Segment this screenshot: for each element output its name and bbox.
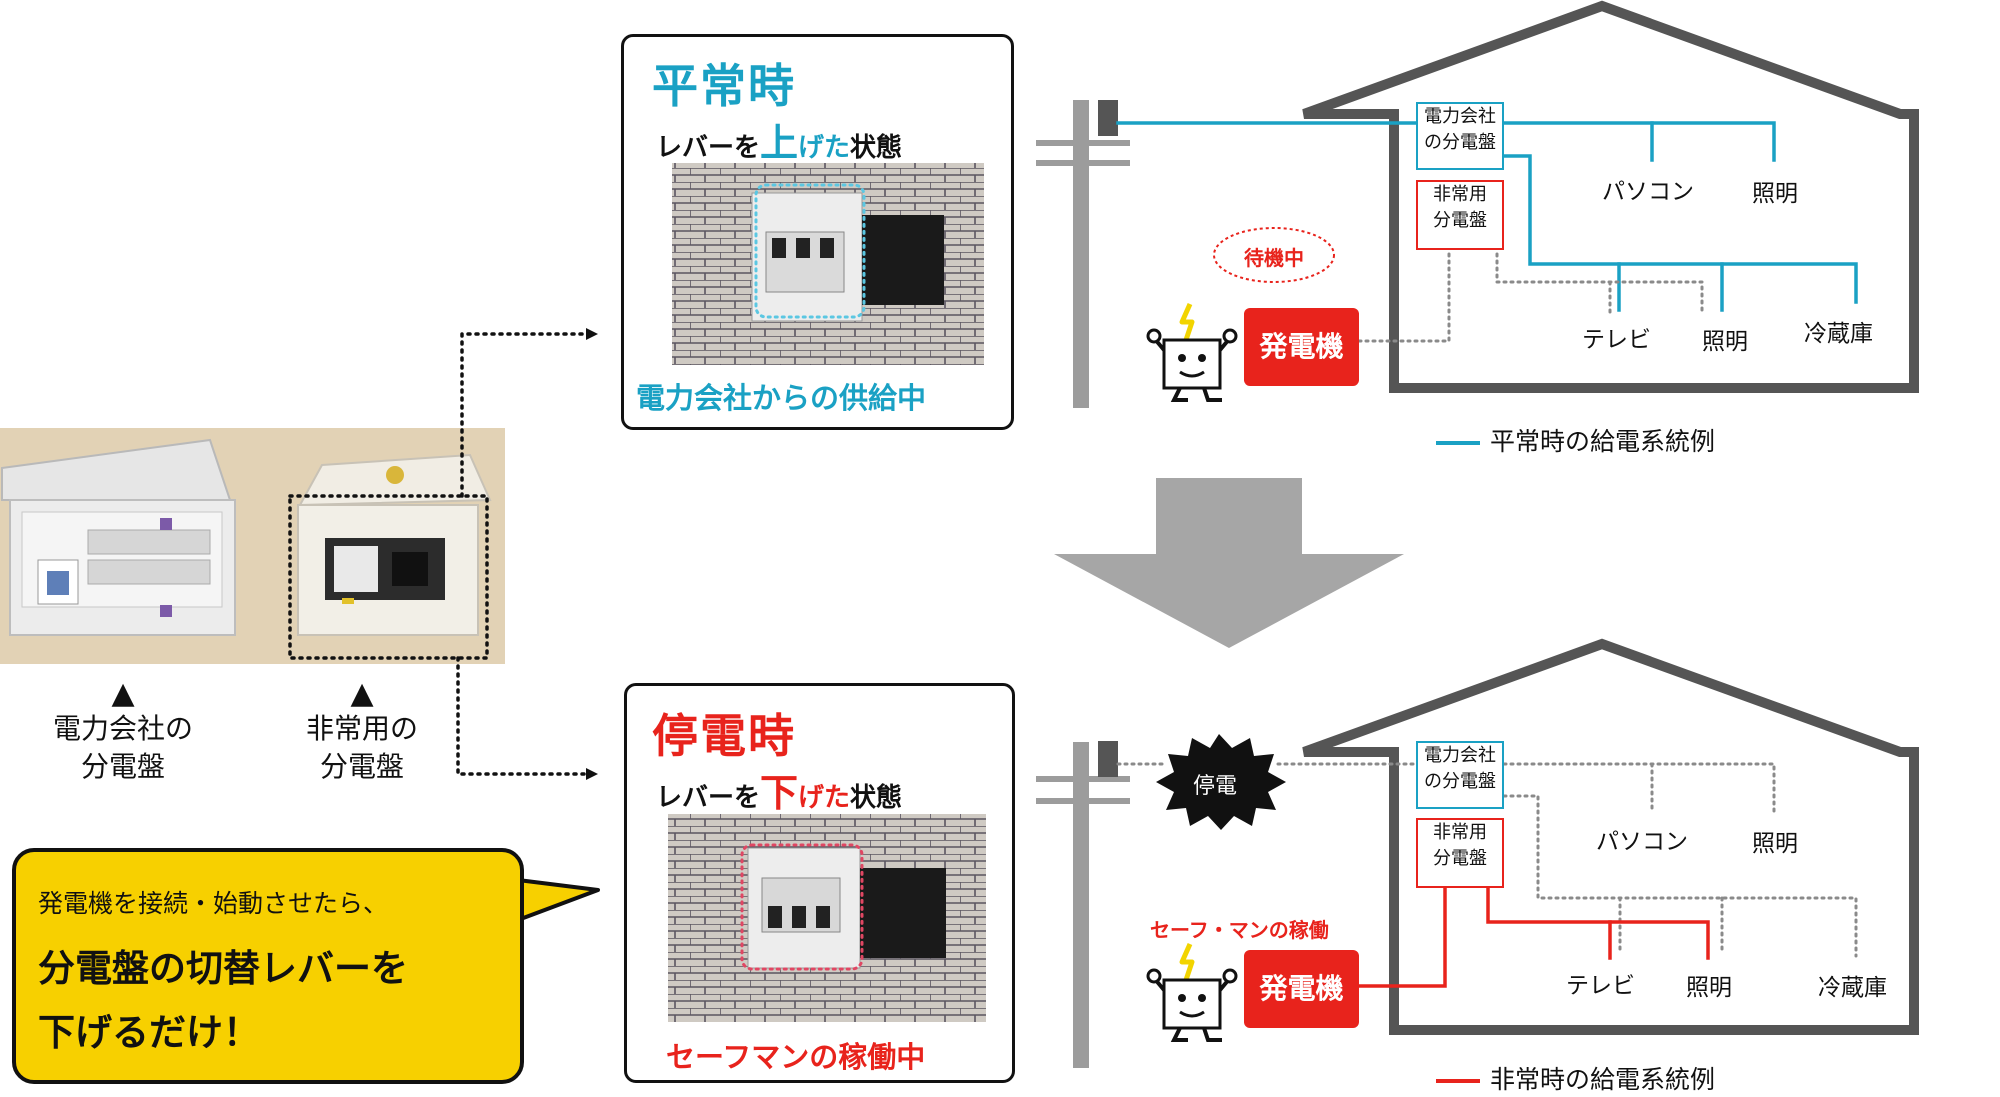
emergency-panel-caption: ▲ 非常用の 分電盤	[282, 678, 442, 786]
top-fridge-label: 冷蔵庫	[1804, 321, 1873, 347]
sub-pre: レバーを	[656, 783, 761, 813]
box-line: 非常用	[1433, 822, 1487, 843]
box-line: 分電盤	[1433, 848, 1487, 869]
top-generator: 発電機	[1244, 308, 1359, 386]
mascot-top	[1146, 302, 1238, 402]
caption-line: 非常用の	[305, 712, 418, 745]
standby-label: 待機中	[1244, 246, 1304, 270]
top-light1-label: 照明	[1752, 181, 1798, 207]
sub-big: 下	[760, 771, 799, 815]
normal-title: 平常時	[652, 59, 796, 113]
box-line: の分電盤	[1424, 132, 1496, 153]
box-line: 分電盤	[1433, 210, 1487, 231]
bottom-light1-label: 照明	[1752, 831, 1798, 857]
top-emergency-panel-box: 非常用 分電盤	[1416, 180, 1504, 250]
outage-footer: セーフマンの稼働中	[666, 1040, 926, 1074]
bottom-main-panel-box: 電力会社 の分電盤	[1416, 741, 1504, 809]
bottom-light2-label: 照明	[1686, 975, 1732, 1001]
sub-post: 状態	[850, 783, 903, 813]
speech-bubble	[12, 848, 524, 1084]
bubble-line-1: 発電機を接続・始動させたら、	[38, 889, 389, 918]
outage-card	[624, 683, 1015, 1083]
top-legend: 平常時の給電系統例	[1436, 422, 1715, 458]
sub-mid: げた	[798, 783, 851, 813]
diagram-top	[1036, 0, 1919, 408]
outage-starburst	[1156, 734, 1286, 830]
marker-triangle: ▲	[111, 676, 135, 711]
legend-swatch-red	[1436, 1079, 1480, 1083]
top-main-panel-box: 電力会社 の分電盤	[1416, 102, 1504, 170]
normal-card	[621, 34, 1014, 430]
top-tv-label: テレビ	[1582, 327, 1651, 353]
normal-card-photo	[672, 163, 984, 365]
sub-post: 状態	[850, 133, 903, 163]
legend-text: 平常時の給電系統例	[1490, 427, 1716, 456]
outage-title: 停電時	[652, 709, 796, 763]
outage-label: 停電	[1193, 774, 1238, 799]
top-pc-label: パソコン	[1602, 179, 1694, 205]
connector-to-outage	[456, 656, 598, 780]
bottom-pc-label: パソコン	[1596, 829, 1688, 855]
bubble-tail	[517, 878, 600, 922]
caption-line: 分電盤	[80, 750, 165, 783]
box-line: 非常用	[1433, 184, 1487, 205]
caption-line: 分電盤	[319, 750, 404, 783]
normal-subtitle: レバーを上げた状態	[656, 112, 902, 167]
sub-pre: レバーを	[656, 133, 761, 163]
outage-card-photo	[668, 814, 986, 1022]
box-line: 電力会社	[1424, 106, 1496, 127]
box-line: の分電盤	[1424, 771, 1496, 792]
diagram-bottom	[1036, 638, 1919, 1068]
bottom-legend: 非常時の給電系統例	[1436, 1060, 1715, 1096]
outage-subtitle: レバーを下げた状態	[656, 762, 902, 817]
sub-big: 上	[760, 121, 799, 165]
legend-swatch-blue	[1436, 441, 1480, 445]
main-panel-caption: ▲ 電力会社の 分電盤	[38, 678, 208, 786]
bottom-generator: 発電機	[1244, 950, 1359, 1028]
sub-mid: げた	[798, 133, 851, 163]
transition-arrow	[1054, 478, 1404, 648]
box-line: 電力会社	[1424, 745, 1496, 766]
mascot-bottom	[1146, 942, 1238, 1042]
caption-line: 電力会社の	[52, 712, 193, 745]
top-light2-label: 照明	[1702, 329, 1748, 355]
running-label: セーフ・マンの稼働	[1150, 918, 1329, 942]
bubble-line-2: 分電盤の切替レバーを	[38, 947, 408, 990]
panels-photo	[0, 428, 505, 664]
emergency-panel-photo	[297, 453, 492, 636]
bottom-tv-label: テレビ	[1566, 973, 1635, 999]
legend-text: 非常時の給電系統例	[1490, 1065, 1716, 1094]
bottom-fridge-label: 冷蔵庫	[1818, 975, 1887, 1001]
normal-footer: 電力会社からの供給中	[636, 381, 927, 415]
main-panel-photo	[1, 438, 236, 636]
bubble-line-3: 下げるだけ！	[38, 1011, 260, 1054]
connector-to-normal	[460, 328, 598, 498]
bottom-emergency-panel-box: 非常用 分電盤	[1416, 818, 1504, 888]
marker-triangle: ▲	[350, 676, 374, 711]
